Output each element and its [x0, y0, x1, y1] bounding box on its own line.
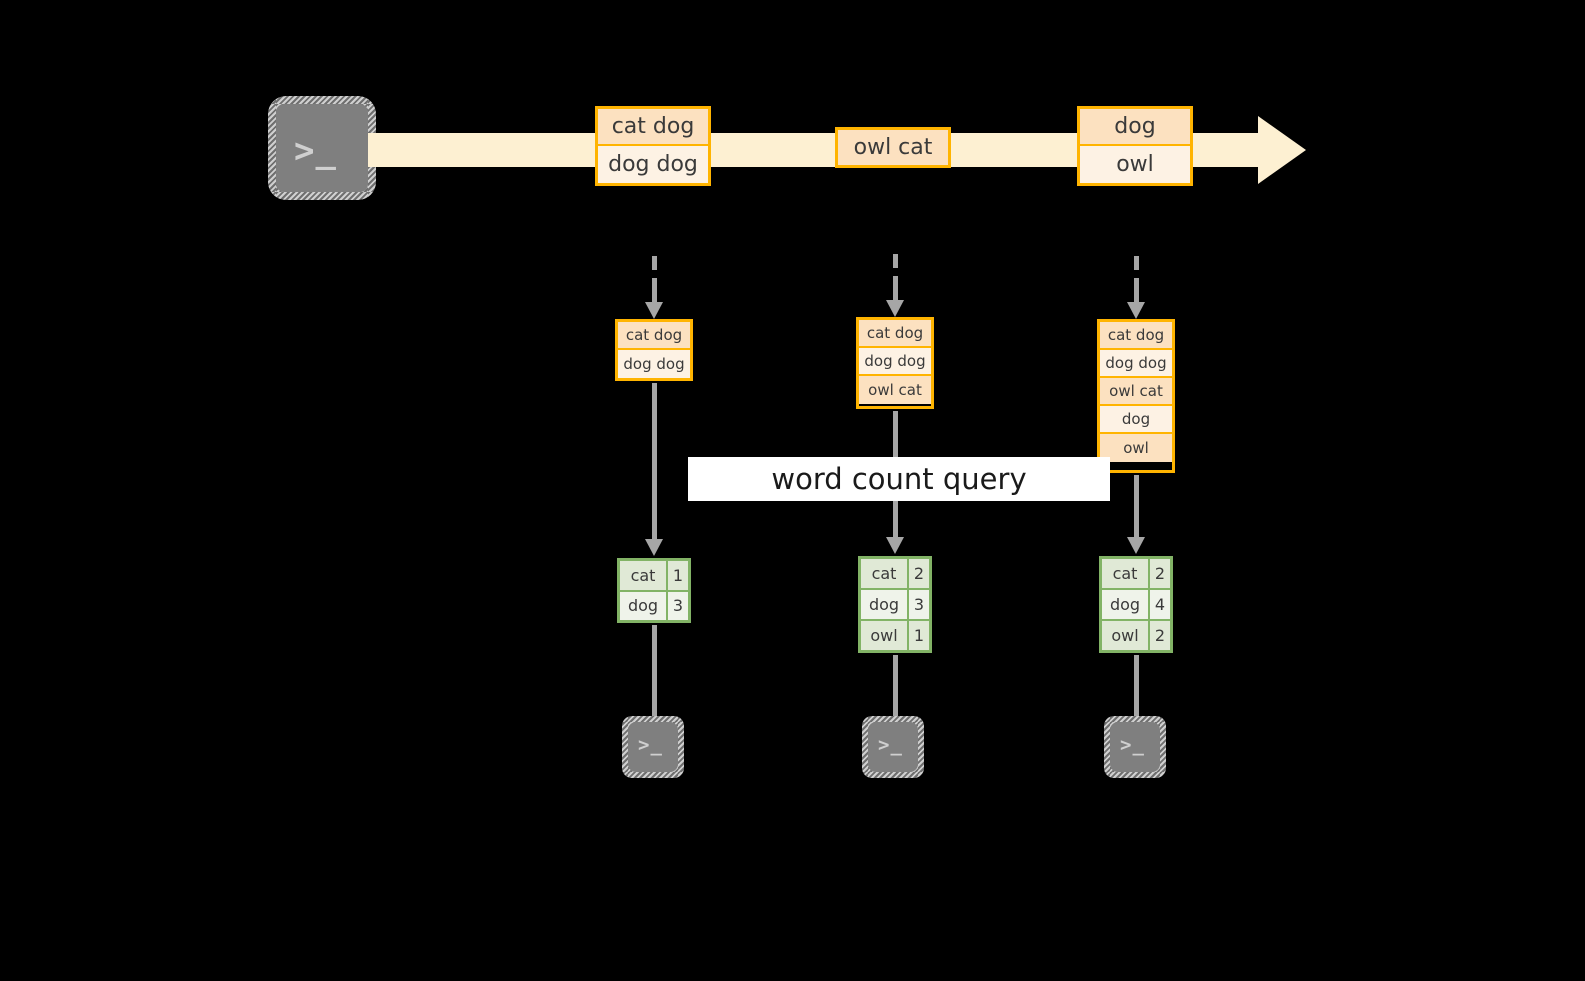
accumulated-records: cat dog dog dog owl cat	[856, 317, 934, 409]
record-line: owl	[1100, 434, 1172, 462]
word-cell: cat	[620, 561, 668, 590]
terminal-screen	[276, 104, 368, 192]
table-row: cat 2	[861, 559, 929, 590]
word-cell: cat	[861, 559, 909, 588]
stream-record: cat dog dog dog	[595, 106, 711, 186]
word-cell: dog	[861, 590, 909, 619]
record-line: cat dog	[1100, 322, 1172, 350]
terminal-prompt-glyph: >_	[294, 131, 337, 171]
table-row: cat 2	[1102, 559, 1170, 590]
terminal-screen	[1110, 722, 1160, 772]
terminal-prompt-glyph: >_	[1120, 734, 1145, 756]
count-cell: 2	[1150, 559, 1170, 588]
record-line: owl cat	[838, 130, 948, 165]
record-line: cat dog	[598, 109, 708, 147]
word-cell: dog	[620, 591, 668, 620]
query-banner: word count query	[688, 457, 1110, 501]
terminal-screen	[868, 722, 918, 772]
table-row: dog 3	[861, 590, 929, 621]
record-line: dog dog	[1100, 350, 1172, 378]
accumulated-records: cat dog dog dog	[615, 319, 693, 381]
record-line: dog	[1100, 406, 1172, 434]
count-cell: 2	[1150, 621, 1170, 650]
query-banner-label: word count query	[771, 462, 1027, 496]
sink-terminal-icon: >_	[862, 716, 924, 778]
count-cell: 1	[668, 561, 688, 590]
record-line: owl cat	[859, 376, 931, 404]
result-table: cat 1 dog 3	[617, 558, 691, 623]
record-line: cat dog	[859, 320, 931, 348]
record-line: dog dog	[598, 146, 708, 183]
count-cell: 3	[909, 590, 929, 619]
record-line: dog	[1080, 109, 1190, 147]
table-row: cat 1	[620, 561, 688, 592]
terminal-prompt-glyph: >_	[878, 734, 903, 756]
word-cell: owl	[1102, 621, 1150, 650]
record-line: owl cat	[1100, 378, 1172, 406]
terminal-screen	[628, 722, 678, 772]
source-terminal-icon: >_	[268, 96, 376, 200]
record-line: owl	[1080, 146, 1190, 183]
table-row: dog 3	[620, 591, 688, 620]
sink-terminal-icon: >_	[622, 716, 684, 778]
stream-arrowhead-icon	[1258, 116, 1306, 184]
sink-terminal-icon: >_	[1104, 716, 1166, 778]
record-line: cat dog	[618, 322, 690, 350]
table-row: dog 4	[1102, 590, 1170, 621]
count-cell: 4	[1150, 590, 1170, 619]
count-cell: 3	[668, 591, 688, 620]
terminal-prompt-glyph: >_	[638, 734, 663, 756]
stream-record: dog owl	[1077, 106, 1193, 186]
count-cell: 2	[909, 559, 929, 588]
word-cell: dog	[1102, 590, 1150, 619]
record-line: dog dog	[618, 350, 690, 378]
record-line: dog dog	[859, 348, 931, 376]
table-row: owl 2	[1102, 621, 1170, 650]
stream-record: owl cat	[835, 127, 951, 168]
result-table: cat 2 dog 4 owl 2	[1099, 556, 1173, 653]
table-row: owl 1	[861, 621, 929, 650]
word-cell: cat	[1102, 559, 1150, 588]
word-cell: owl	[861, 621, 909, 650]
count-cell: 1	[909, 621, 929, 650]
accumulated-records: cat dog dog dog owl cat dog owl	[1097, 319, 1175, 473]
result-table: cat 2 dog 3 owl 1	[858, 556, 932, 653]
